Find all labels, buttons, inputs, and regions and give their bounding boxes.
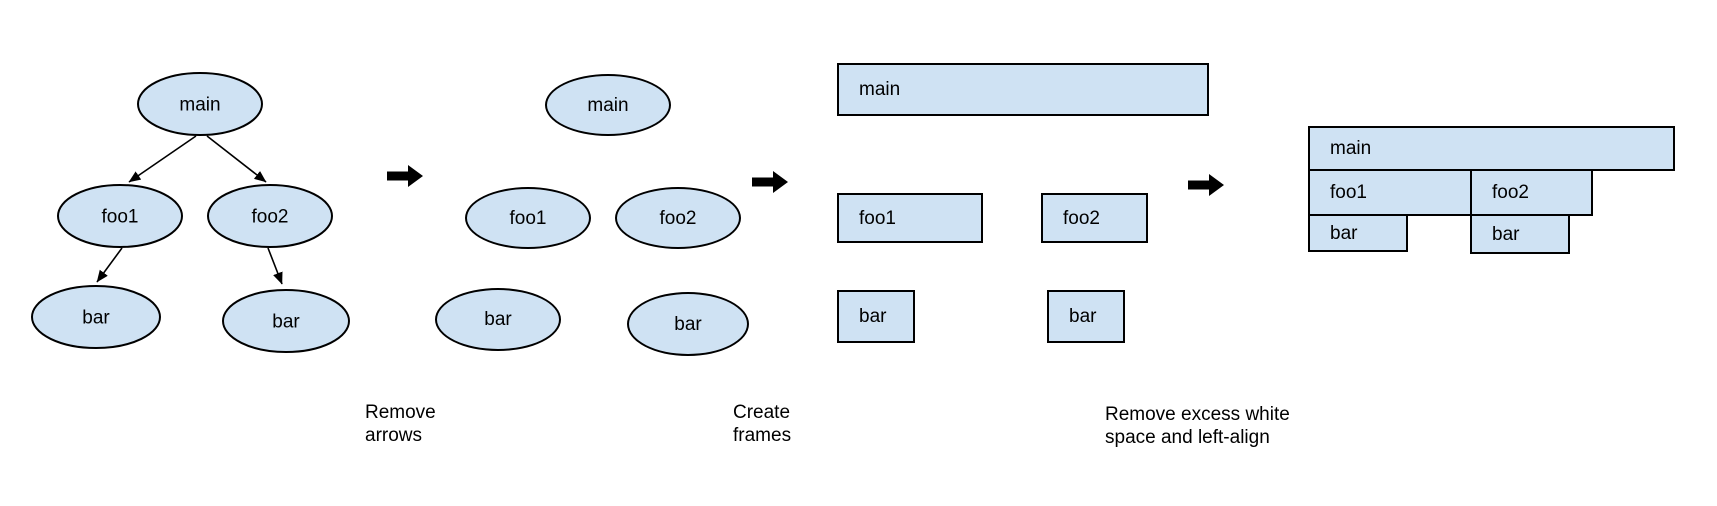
tree-node-bar-right-label: bar (272, 312, 300, 333)
frame-main: main (837, 63, 1209, 116)
edge-foo2-bar (267, 247, 283, 285)
caption-remove-arrows: Remove arrows (365, 402, 436, 446)
edge-main-foo2 (206, 135, 267, 183)
flame-main: main (1308, 126, 1675, 171)
tree-node-bar-left-label: bar (82, 308, 110, 329)
tree-node-bar-left-shape (31, 285, 161, 349)
edge-foo1-bar (96, 247, 123, 283)
flame-bar-right: bar (1470, 214, 1570, 254)
frame-bar-right: bar (1047, 290, 1125, 343)
tree-node-foo1-shape (57, 184, 183, 248)
ellipse-foo1: foo1 (465, 187, 591, 249)
ellipse-foo2: foo2 (615, 187, 741, 249)
flame-foo2: foo2 (1470, 169, 1593, 216)
stage-call-tree: main foo1 foo2 bar bar (31, 72, 350, 353)
ellipse-bar-right: bar (627, 292, 749, 356)
frame-bar-left: bar (837, 290, 915, 343)
frame-foo1: foo1 (837, 193, 983, 243)
step-arrow-3-icon (1188, 174, 1224, 196)
ellipse-main: main (545, 74, 671, 136)
ellipse-bar-left: bar (435, 288, 561, 351)
step-arrow-2-icon (752, 171, 788, 193)
step-arrow-1-icon (387, 165, 423, 187)
edge-main-foo1 (128, 135, 197, 183)
flame-bar-left: bar (1308, 214, 1408, 252)
frame-foo2: foo2 (1041, 193, 1148, 243)
tree-node-foo2-shape (207, 184, 333, 248)
caption-remove-whitespace: Remove excess white space and left-align (1105, 404, 1290, 448)
tree-node-main-shape (137, 72, 263, 136)
tree-node-bar-right-shape (222, 289, 350, 353)
tree-node-foo2-label: foo2 (252, 207, 289, 228)
tree-node-foo1-label: foo1 (102, 207, 139, 228)
flame-foo1: foo1 (1308, 169, 1472, 216)
tree-node-main-label: main (179, 95, 220, 116)
caption-create-frames: Create frames (733, 402, 792, 446)
